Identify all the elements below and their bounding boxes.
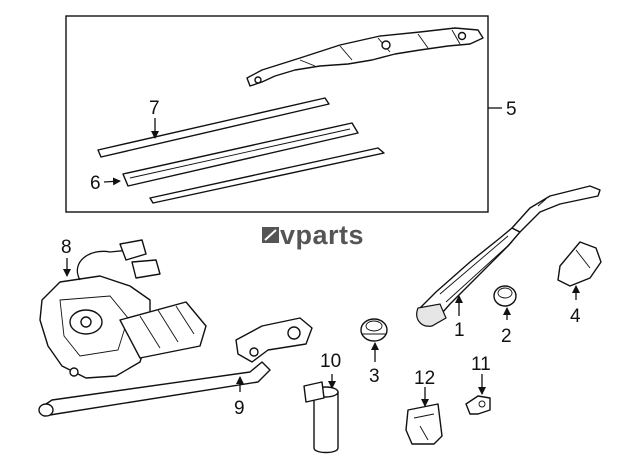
part-1-wiper-arm[interactable]	[416, 185, 601, 327]
callout-9: 9	[234, 398, 245, 419]
callout-11: 11	[471, 354, 491, 375]
callout-7: 7	[149, 98, 160, 119]
callout-5: 5	[506, 99, 517, 120]
part-7-refill[interactable]	[97, 97, 330, 158]
part-6-blade-insert[interactable]	[122, 122, 359, 187]
wiper-blade-frame[interactable]	[246, 27, 484, 87]
part-2-cap[interactable]	[493, 285, 517, 307]
callout-1: 1	[454, 320, 465, 341]
callout-3: 3	[369, 366, 380, 387]
part-3-grommet[interactable]	[360, 318, 388, 342]
callout-2: 2	[501, 326, 512, 347]
brand-text: vparts	[280, 220, 364, 250]
callout-10: 10	[320, 351, 341, 372]
blade-rubber-strip[interactable]	[149, 147, 385, 204]
part-9-linkage[interactable]	[38, 317, 313, 417]
callout-4: 4	[570, 306, 581, 327]
part-12-bracket[interactable]	[405, 403, 443, 445]
callout-12: 12	[414, 368, 435, 389]
part-10-washer-pump[interactable]	[303, 381, 339, 454]
part-8-wiper-motor[interactable]	[39, 239, 207, 379]
part-4-arm-cover[interactable]	[557, 241, 602, 287]
brand-logo: vparts	[262, 220, 364, 250]
callout-6: 6	[90, 173, 101, 194]
part-11-nozzle[interactable]	[465, 395, 491, 415]
callout-8: 8	[61, 237, 72, 258]
